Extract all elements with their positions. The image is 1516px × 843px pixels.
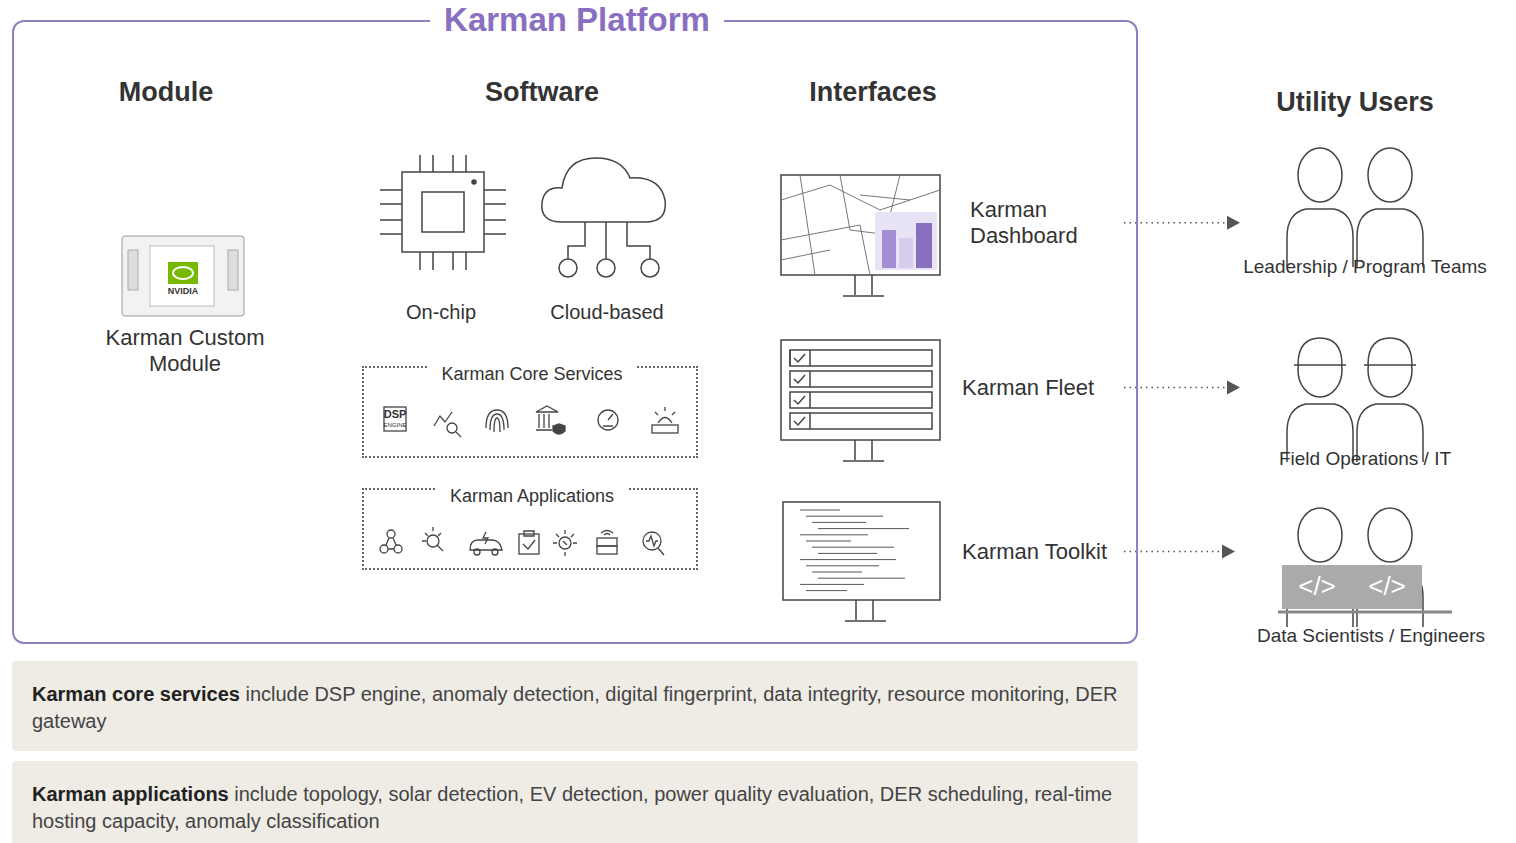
node-text: Karman Applications [364,486,700,508]
text-label: ENGINE [383,422,406,429]
node-text: Karman Toolkit [962,539,1122,565]
connector-line [1124,222,1228,224]
user-group: Leadership / Program Teams [1240,130,1490,310]
code-line [812,522,866,523]
text-label: </> [1298,571,1336,602]
code-line [806,590,847,591]
dotted-arrow [1124,381,1240,395]
text-label: DSP [384,408,407,421]
leadership-users [1287,148,1423,267]
code-line [812,547,894,548]
node-text: Karman Platform [14,0,1140,40]
connector-line [1124,387,1228,389]
code-line [818,578,905,579]
node-label: Karman Platform [430,1,724,38]
code-line [800,559,896,560]
node-label: Karman Fleet [962,375,1094,400]
engineer-users [1278,508,1452,627]
node-text: Field Operations / IT [1230,448,1500,471]
node-label: Karman Applications [436,486,628,506]
code-line [800,510,840,511]
text-label: NVIDIA [168,286,199,297]
core-services-box: Karman Core Services [362,366,698,458]
node-text: Karman Fleet [962,375,1117,401]
text-label: On-chip [406,300,476,324]
node-label: Karman Toolkit [962,539,1107,564]
note-heading: Karman core services [32,683,240,705]
fleet-node: Karman Fleet [780,338,1122,463]
text-label: Interfaces [809,76,937,108]
cloud-icon [542,158,666,277]
node-text: Karman Custom Module [80,325,290,378]
text-label: </> [1368,571,1406,602]
code-line [800,534,868,535]
node-label: Leadership / Program Teams [1243,256,1487,277]
dashboard-monitor [781,175,940,296]
fleet-monitor [781,340,940,461]
node-label: Data Scientists / Engineers [1257,625,1485,646]
dotted-arrow [1124,545,1235,559]
dotted-arrow [1124,216,1240,230]
code-line [800,584,864,585]
code-line [806,565,879,566]
module-node: Karman Custom Module [80,225,290,400]
text-label: Module [119,76,214,108]
application-icons [380,527,664,556]
code-line [818,528,909,529]
node-text: Data Scientists / Engineers [1235,625,1507,648]
node-label: Karman Dashboard [970,197,1078,248]
text-label: Cloud-based [550,300,663,324]
text-label: Software [485,76,599,108]
toolkit-monitor [783,502,940,621]
code-line [818,553,877,554]
arrow-head [1227,381,1240,395]
code-line [806,541,851,542]
core-service-icons [384,406,678,437]
toolkit-node: Karman Toolkit [780,500,1122,628]
note-band: Karman core services include DSP engine,… [12,661,1138,751]
dashboard-node: Karman Dashboard [780,170,1122,300]
node-text: Karman Core Services [364,364,700,386]
note-band: Karman applications include topology, so… [12,761,1138,843]
arrow-head [1227,216,1240,230]
note-heading: Karman applications [32,783,229,805]
chip-icon [380,155,506,270]
code-line [806,516,883,517]
node-label: Karman Custom Module [106,325,265,376]
node-text: Leadership / Program Teams [1240,256,1490,279]
node-label: Field Operations / IT [1279,448,1451,469]
text-label: Utility Users [1276,86,1434,118]
platform-box: Karman PlatformKarman Custom ModuleKarma… [12,20,1138,644]
code-line [812,572,862,573]
user-group: Field Operations / IT [1240,335,1490,475]
applications-box: Karman Applications [362,488,698,570]
node-label: Karman Core Services [427,364,636,384]
field-users [1287,338,1423,462]
node-text: Karman Dashboard [970,197,1115,250]
module-image [122,236,244,316]
arrow-head [1222,545,1235,559]
connector-line [1124,551,1223,553]
